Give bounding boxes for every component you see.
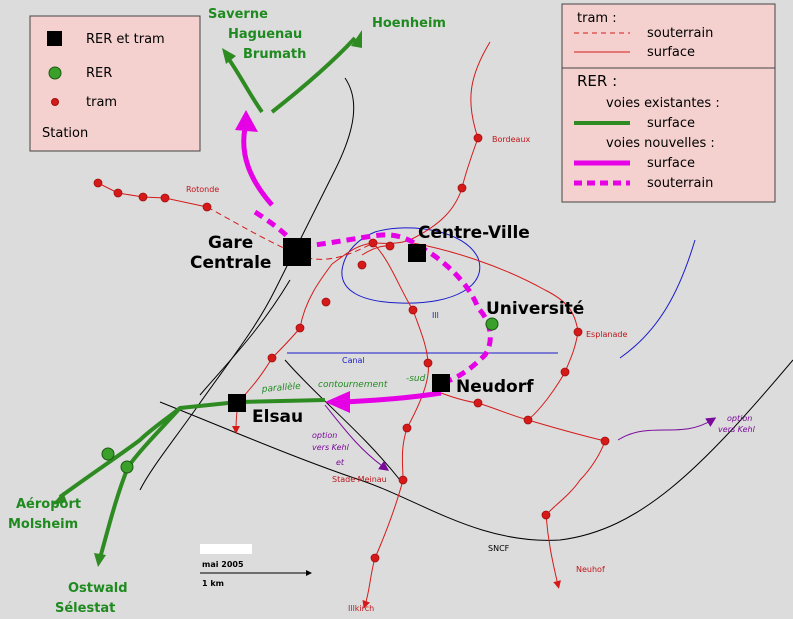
station-elsau[interactable]: [228, 394, 246, 412]
rer-station[interactable]: [120, 460, 134, 474]
tram-stop: [423, 358, 433, 368]
legend-green-circle-icon: [48, 66, 62, 80]
tram-stop: [523, 415, 533, 425]
legend-lines: tram : souterrain surface RER : voies ex…: [561, 3, 776, 203]
legend-red-dot-icon: [51, 98, 59, 106]
tram-stop: [113, 188, 123, 198]
tram-stop: [473, 133, 483, 143]
tram-stop: [541, 510, 551, 520]
tram-stop: [573, 327, 583, 337]
station-universite[interactable]: [485, 317, 499, 331]
label-gare-line2: Centrale: [190, 253, 271, 273]
legend-new-underground: souterrain: [647, 176, 713, 191]
label-ill: Ill: [432, 311, 439, 320]
label-molsheim: Molsheim: [8, 517, 78, 532]
rer-tram-stations: [228, 238, 450, 412]
tram-stop: [600, 436, 610, 446]
label-haguenau: Haguenau: [228, 27, 302, 42]
station-neudorf[interactable]: [432, 374, 450, 392]
tram-stop: [202, 202, 212, 212]
tram-stop: [357, 260, 367, 270]
tram-stop: [267, 353, 277, 363]
scale-distance: 1 km: [202, 579, 224, 588]
label-universite: Université: [486, 299, 584, 319]
legend-tram-surface: surface: [647, 45, 695, 60]
tram-stop: [457, 183, 467, 193]
label-stade-meinau: Stade Meinau: [332, 475, 387, 484]
label-option-kehl-1b: vers Kehl: [718, 425, 756, 434]
tram-stop: [408, 305, 418, 315]
station-gare-centrale[interactable]: [283, 238, 311, 266]
legend-stations: RER et tram RER tram Station: [29, 15, 201, 152]
label-neudorf: Neudorf: [456, 377, 534, 397]
water: [287, 227, 696, 359]
option-lines: [324, 404, 717, 471]
tram-stop: [473, 398, 483, 408]
tram-stop: [321, 297, 331, 307]
legend-rer-title: RER :: [577, 72, 617, 90]
rer-existing-arrowheads: [52, 30, 362, 567]
label-option-kehl-1a: option: [727, 414, 752, 423]
label-sud: -sud: [406, 374, 426, 384]
legend-rer-et-tram: RER et tram: [86, 32, 165, 47]
label-option-kehl-2b: vers Kehl: [312, 443, 350, 452]
legend-tram-title: tram :: [577, 11, 617, 26]
scale-bar: mai 2005 1 km: [200, 544, 312, 588]
label-saverne: Saverne: [208, 7, 268, 22]
rer-new-arrowheads: [235, 110, 350, 413]
tram-stop: [370, 553, 380, 563]
label-selestat: Sélestat: [55, 601, 115, 616]
legend-existing-surface: surface: [647, 116, 695, 131]
label-gare-line1: Gare: [208, 233, 253, 253]
tram-stop: [295, 323, 305, 333]
label-centre-ville: Centre-Ville: [418, 223, 530, 243]
label-contournement: contournement: [318, 380, 388, 390]
label-sncf: SNCF: [488, 544, 510, 553]
label-illkirch: Illkirch: [348, 604, 374, 613]
legend-square-icon: [47, 31, 62, 46]
tram-stop: [398, 475, 408, 485]
legend-tram-underground: souterrain: [647, 26, 713, 41]
legend-station: Station: [42, 126, 88, 141]
tram-stop: [385, 241, 395, 251]
scale-date: mai 2005: [202, 560, 244, 569]
legend-new-surface: surface: [647, 156, 695, 171]
label-ostwald: Ostwald: [68, 581, 128, 596]
label-esplanade: Esplanade: [586, 330, 627, 339]
legend-existing-title: voies existantes :: [606, 96, 720, 111]
label-aeroport: Aéroport: [16, 497, 81, 512]
tram-stop: [368, 238, 378, 248]
label-hoenheim: Hoenheim: [372, 16, 446, 31]
label-rotonde: Rotonde: [186, 185, 219, 194]
label-bordeaux: Bordeaux: [492, 135, 531, 144]
label-neuhof: Neuhof: [576, 565, 605, 574]
label-elsau: Elsau: [252, 407, 303, 427]
label-parallele: parallèle: [260, 381, 301, 395]
tram-stop: [93, 178, 103, 188]
legend-new-title: voies nouvelles :: [606, 136, 715, 151]
tram-stop: [402, 423, 412, 433]
tram-stop: [138, 192, 148, 202]
label-canal: Canal: [342, 356, 365, 365]
label-brumath: Brumath: [243, 47, 306, 62]
legend-tram: tram: [86, 95, 117, 110]
rer-station[interactable]: [101, 447, 115, 461]
rer-new-lines: [241, 127, 493, 405]
tram-stops: [93, 133, 610, 563]
label-option-kehl-2a: option: [312, 431, 337, 440]
tram-stop: [160, 193, 170, 203]
station-centre-ville[interactable]: [408, 244, 426, 262]
label-option-kehl-2c: et: [336, 458, 345, 467]
tram-stop: [560, 367, 570, 377]
legend-rer: RER: [86, 66, 112, 81]
rail-lines: [139, 77, 793, 541]
rer-stations: [101, 317, 499, 474]
